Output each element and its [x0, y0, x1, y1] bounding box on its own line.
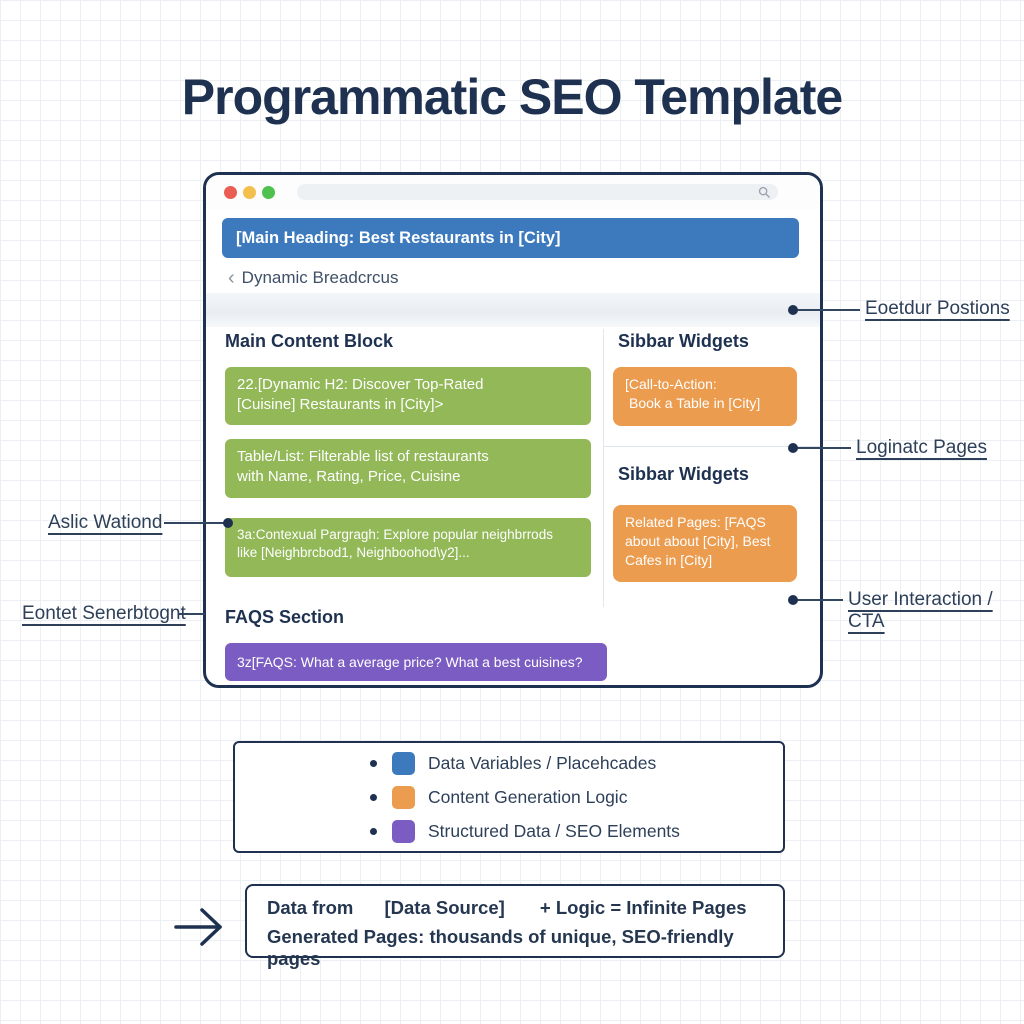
dynamic-h2-line1: 22.[Dynamic H2: Discover Top-Rated: [237, 376, 484, 393]
legend-label-data-variables: Data Variables / Placehcades: [428, 752, 657, 773]
connector-dot-paginated-pages: [788, 443, 798, 453]
main-content-heading: Main Content Block: [225, 331, 394, 351]
purple-swatch-icon: [392, 819, 415, 843]
cta-widget-block[interactable]: [Call-to-Action: Book a Table in [City]: [613, 367, 797, 426]
formula-box: Data from [Data Source] + Logic = Infini…: [245, 884, 785, 969]
annotation-content-generation[interactable]: Eontet Senerbtognt: [22, 603, 186, 624]
related-line3: Cafes in [City]: [625, 551, 713, 568]
dynamic-h2-block[interactable]: 22.[Dynamic H2: Discover Top-Rated [Cuis…: [225, 367, 591, 425]
header-shadow-band: [206, 293, 820, 327]
contextual-line2: like [Neighbrcbod1, Neighboohod\y2]...: [237, 545, 470, 561]
connector-line-paginated-pages: [796, 447, 851, 449]
window-minimize-icon[interactable]: [243, 185, 256, 199]
table-list-line1: Table/List: Filterable list of restauran…: [237, 448, 489, 465]
annotation-static-wording[interactable]: Aslic Wationd: [48, 512, 163, 533]
bullet-icon: [370, 827, 377, 835]
chevron-left-icon: ‹: [228, 267, 235, 289]
sidebar-heading-2: Sibbar Widgets: [618, 464, 749, 484]
page-title: Programmatic SEO Template: [181, 69, 843, 125]
legend-item-content-generation: Content Generation Logic: [370, 785, 783, 809]
legend-item-structured-data: Structured Data / SEO Elements: [370, 819, 783, 843]
breadcrumb[interactable]: ‹ Dynamic Breadcrcus: [228, 268, 399, 288]
table-list-block[interactable]: Table/List: Filterable list of restauran…: [225, 439, 591, 498]
formula-data-from: Data from: [267, 897, 354, 918]
generated-pages-line: Generated Pages: thousands of unique, SE…: [267, 926, 734, 969]
related-line1: Related Pages: [FAQS: [625, 514, 766, 530]
cta-line1: [Call-to-Action:: [625, 376, 717, 392]
connector-dot-user-interaction: [788, 595, 798, 605]
orange-swatch-icon: [392, 785, 415, 809]
connector-dot-footer-positions: [788, 305, 798, 315]
contextual-line1: 3a:Contexual Pargragh: Explore popular n…: [237, 527, 553, 542]
annotation-footer-positions[interactable]: Eoetdur Postions: [865, 298, 1010, 319]
formula-logic-result: + Logic = Infinite Pages: [539, 897, 747, 918]
address-bar[interactable]: [297, 184, 778, 200]
blue-swatch-icon: [392, 751, 415, 775]
connector-dot-static-wording: [223, 518, 233, 528]
annotation-user-interaction-cta[interactable]: User Interaction / CTA: [848, 589, 993, 632]
bullet-icon: [370, 793, 377, 801]
faqs-block[interactable]: 3z[FAQS: What a average price? What a be…: [225, 643, 607, 681]
sidebar-divider: [603, 446, 820, 447]
window-close-icon[interactable]: [224, 185, 237, 199]
legend-label-structured-data: Structured Data / SEO Elements: [428, 820, 680, 841]
column-divider: [603, 329, 604, 607]
cta-line2: Book a Table in [City]: [629, 394, 761, 411]
search-icon: [758, 186, 770, 198]
bullet-icon: [370, 759, 377, 767]
table-list-line2: with Name, Rating, Price, Cuisine: [237, 468, 461, 486]
connector-line-content-generation: [179, 613, 205, 615]
dynamic-h2-line2: [Cuisine] Restaurants in [City]>: [237, 396, 444, 414]
sidebar-heading-1: Sibbar Widgets: [618, 331, 749, 351]
main-heading-banner: [Main Heading: Best Restaurants in [City…: [222, 218, 799, 258]
formula-data-source: [Data Source]: [384, 897, 505, 918]
legend-label-content-generation: Content Generation Logic: [428, 786, 628, 807]
faqs-block-text: 3z[FAQS: What a average price? What a be…: [237, 653, 583, 670]
contextual-paragraph-block[interactable]: 3a:Contexual Pargragh: Explore popular n…: [225, 518, 591, 577]
related-line2: about about [City], Best: [625, 532, 771, 549]
connector-line-footer-positions: [796, 309, 860, 311]
arrow-right-icon: [174, 908, 222, 946]
breadcrumb-label: Dynamic Breadcrcus: [241, 268, 399, 287]
formula-line: Data from [Data Source] + Logic = Infini…: [267, 897, 763, 919]
connector-line-static-wording: [164, 522, 226, 524]
window-maximize-icon[interactable]: [262, 185, 275, 199]
faqs-section-heading: FAQS Section: [225, 607, 345, 627]
legend-item-data-variables: Data Variables / Placehcades: [370, 751, 783, 775]
browser-window: [Main Heading: Best Restaurants in [City…: [203, 172, 823, 688]
connector-line-user-interaction: [796, 599, 843, 601]
annotation-paginated-pages[interactable]: Loginatc Pages: [856, 437, 987, 458]
browser-titlebar: [206, 175, 820, 209]
legend: Data Variables / Placehcades Content Gen…: [233, 741, 785, 853]
related-pages-widget-block[interactable]: Related Pages: [FAQS about about [City],…: [613, 505, 797, 582]
